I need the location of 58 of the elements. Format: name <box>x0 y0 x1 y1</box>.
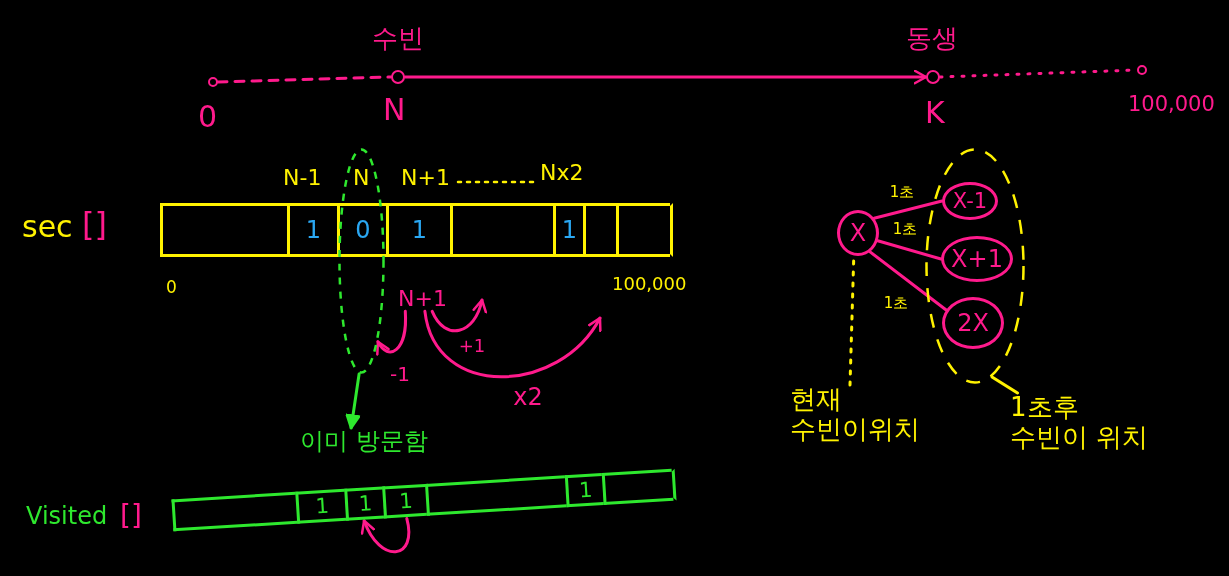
point-label: 100,000 <box>1128 92 1215 117</box>
circle-node: X-1 <box>942 182 998 220</box>
column-label: Nx2 <box>540 160 584 186</box>
arrow <box>423 309 602 379</box>
point-label: 수빈 <box>372 24 424 54</box>
dashed-ellipse <box>925 148 1025 384</box>
ring-icon <box>208 77 218 87</box>
dashed-ellipse <box>338 148 385 374</box>
bracket-label: [] <box>120 500 142 533</box>
array-cell: 1 <box>295 488 347 524</box>
note-text: 1초후 수빈이 위치 <box>1010 393 1160 453</box>
connector-line <box>868 250 948 312</box>
array-cell: 1 <box>564 473 604 508</box>
connector-line <box>876 239 943 261</box>
array-name: Visited <box>26 503 108 531</box>
array-cell <box>583 203 616 257</box>
array-cell <box>450 203 553 257</box>
point-label: N <box>383 93 406 128</box>
circle-node: X+1 <box>941 236 1013 282</box>
array-cell: 1 <box>553 203 583 257</box>
arrow <box>361 517 411 554</box>
point-label: 0 <box>198 100 218 135</box>
arrow <box>430 298 487 333</box>
array-cell: 1 <box>287 203 337 257</box>
column-label: N-1 <box>283 165 322 191</box>
value-label: N+1 <box>398 286 447 312</box>
leader-line <box>990 375 1019 395</box>
array-cell: 1 <box>386 203 450 257</box>
ring-icon <box>1137 65 1147 75</box>
connector-line <box>216 75 393 84</box>
note-text: 현재 수빈이위치 <box>790 385 940 445</box>
array-cell <box>171 491 298 532</box>
ring-icon <box>926 70 940 84</box>
note-text: 이미 방문함 <box>300 428 428 456</box>
connector-line <box>872 199 944 220</box>
column-label: N <box>353 165 370 191</box>
arrow <box>403 69 928 85</box>
array-cell: 0 <box>337 203 386 257</box>
ring-icon <box>391 70 405 84</box>
array-cell: 1 <box>344 486 385 521</box>
arrow <box>345 372 361 430</box>
array-bar <box>160 203 673 257</box>
column-label: N+1 <box>401 165 450 191</box>
point-label: 동생 <box>906 24 958 54</box>
circle-node: X <box>837 210 879 256</box>
array-cell <box>160 203 287 257</box>
array-cell <box>601 468 674 506</box>
point-label: K <box>925 96 945 131</box>
index-label: 0 <box>166 278 177 298</box>
arrow <box>376 309 407 356</box>
circle-node: 2X <box>942 297 1004 349</box>
index-label: 100,000 <box>612 274 687 295</box>
array-name: sec <box>22 210 73 245</box>
bracket-label: [] <box>82 206 107 243</box>
array-cell: 1 <box>382 483 427 519</box>
array-cell <box>425 475 567 516</box>
array-cell <box>616 203 670 257</box>
array-bar <box>171 468 677 532</box>
